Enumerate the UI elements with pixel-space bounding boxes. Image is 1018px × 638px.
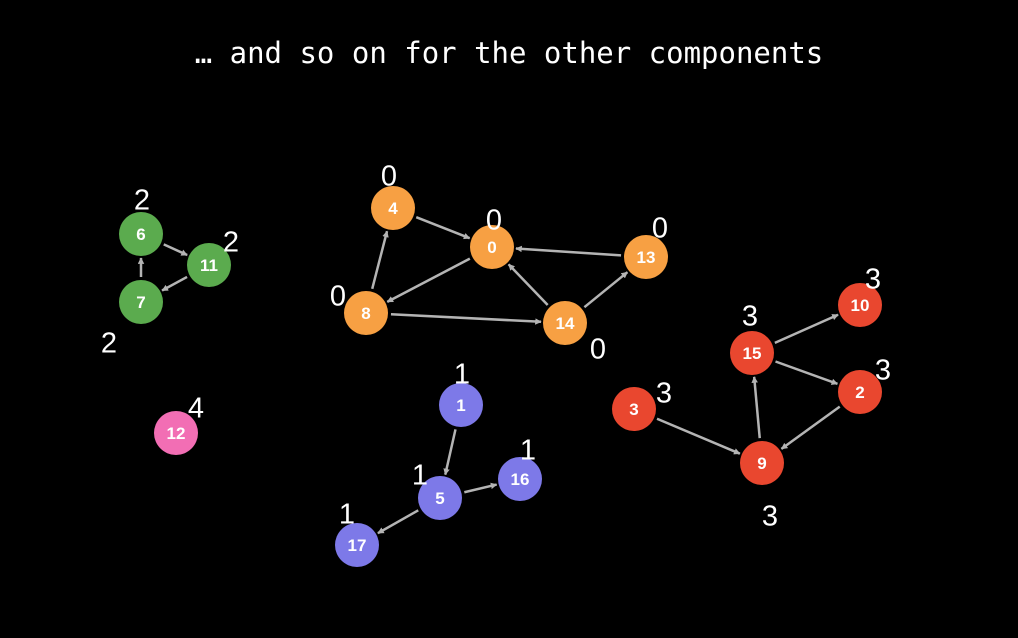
component-label-13: 0 [652, 213, 668, 245]
edge-8-to-14 [390, 313, 542, 325]
component-label-1: 1 [454, 359, 470, 391]
node-7: 7 [119, 280, 163, 324]
node-0: 0 [470, 225, 514, 269]
node-id-label: 9 [757, 454, 766, 473]
edge-14-to-13 [583, 271, 629, 309]
node-circle [838, 283, 882, 327]
node-id-label: 3 [629, 400, 638, 419]
component-label-9: 3 [762, 501, 778, 533]
component-label-2: 3 [875, 355, 891, 387]
node-9: 9 [740, 441, 784, 485]
node-15: 15 [730, 331, 774, 375]
slide-title: … and so on for the other components [194, 36, 824, 70]
edge-8-to-4 [371, 230, 389, 290]
edge-11-to-7 [161, 275, 188, 292]
component-label-0: 0 [486, 205, 502, 237]
component-label-14: 0 [590, 334, 606, 366]
node-circle [612, 387, 656, 431]
node-3: 3 [612, 387, 656, 431]
component-label-10: 3 [865, 264, 881, 296]
component-label-16: 1 [520, 435, 536, 467]
node-5: 5 [418, 476, 462, 520]
edge-3-to-9 [656, 417, 741, 455]
node-id-label: 12 [167, 424, 186, 443]
edge-15-to-10 [774, 313, 839, 344]
node-id-label: 1 [456, 396, 465, 415]
node-4: 4 [371, 186, 415, 230]
edge-5-to-16 [464, 482, 498, 494]
component-label-6: 2 [134, 185, 150, 217]
node-6: 6 [119, 212, 163, 256]
edge-0-to-8 [386, 257, 471, 303]
component-label-4: 0 [381, 161, 397, 193]
component-label-11: 2 [223, 227, 239, 259]
edge-5-to-17 [377, 509, 419, 535]
node-circle [335, 523, 379, 567]
node-id-label: 0 [487, 238, 496, 257]
component-label-8: 0 [330, 281, 346, 313]
node-17: 17 [335, 523, 379, 567]
component-label-15: 3 [742, 301, 758, 333]
edge-2-to-9 [780, 405, 841, 450]
component-label-7: 2 [101, 328, 117, 360]
node-circle [470, 225, 514, 269]
node-id-label: 16 [511, 470, 530, 489]
node-id-label: 2 [855, 383, 864, 402]
node-id-label: 14 [556, 314, 575, 333]
component-label-17: 1 [339, 499, 355, 531]
edges-layer [137, 216, 841, 535]
node-id-label: 17 [348, 536, 367, 555]
node-circle [740, 441, 784, 485]
node-14: 14 [543, 301, 587, 345]
node-13: 13 [624, 235, 668, 279]
component-label-12: 4 [188, 393, 204, 425]
edge-14-to-0 [507, 263, 549, 306]
edge-9-to-15 [751, 376, 761, 439]
node-circle [344, 291, 388, 335]
node-circle [543, 301, 587, 345]
node-id-label: 13 [637, 248, 656, 267]
node-circle [624, 235, 668, 279]
node-id-label: 11 [200, 256, 218, 275]
edge-6-to-11 [163, 243, 188, 257]
node-10: 10 [838, 283, 882, 327]
node-circle [119, 212, 163, 256]
node-circle [119, 280, 163, 324]
node-8: 8 [344, 291, 388, 335]
node-circle [418, 476, 462, 520]
node-12: 12 [154, 411, 198, 455]
edge-1-to-5 [443, 429, 457, 476]
node-circle [838, 370, 882, 414]
node-11: 11 [187, 243, 231, 287]
node-circle [154, 411, 198, 455]
component-label-3: 3 [656, 378, 672, 410]
node-1: 1 [439, 383, 483, 427]
node-16: 16 [498, 457, 542, 501]
node-id-label: 10 [851, 296, 870, 315]
component-label-5: 1 [412, 460, 428, 492]
edge-4-to-0 [415, 216, 471, 240]
node-circle [498, 457, 542, 501]
node-2: 2 [838, 370, 882, 414]
node-id-label: 5 [435, 489, 444, 508]
node-id-label: 4 [388, 199, 398, 218]
edge-15-to-2 [775, 360, 839, 386]
node-id-label: 6 [136, 225, 145, 244]
node-id-label: 8 [361, 304, 370, 323]
node-circle [187, 243, 231, 287]
edge-13-to-0 [515, 245, 622, 257]
node-circle [371, 186, 415, 230]
node-id-label: 15 [743, 344, 762, 363]
node-id-label: 7 [136, 293, 145, 312]
node-circle [730, 331, 774, 375]
node-circle [439, 383, 483, 427]
